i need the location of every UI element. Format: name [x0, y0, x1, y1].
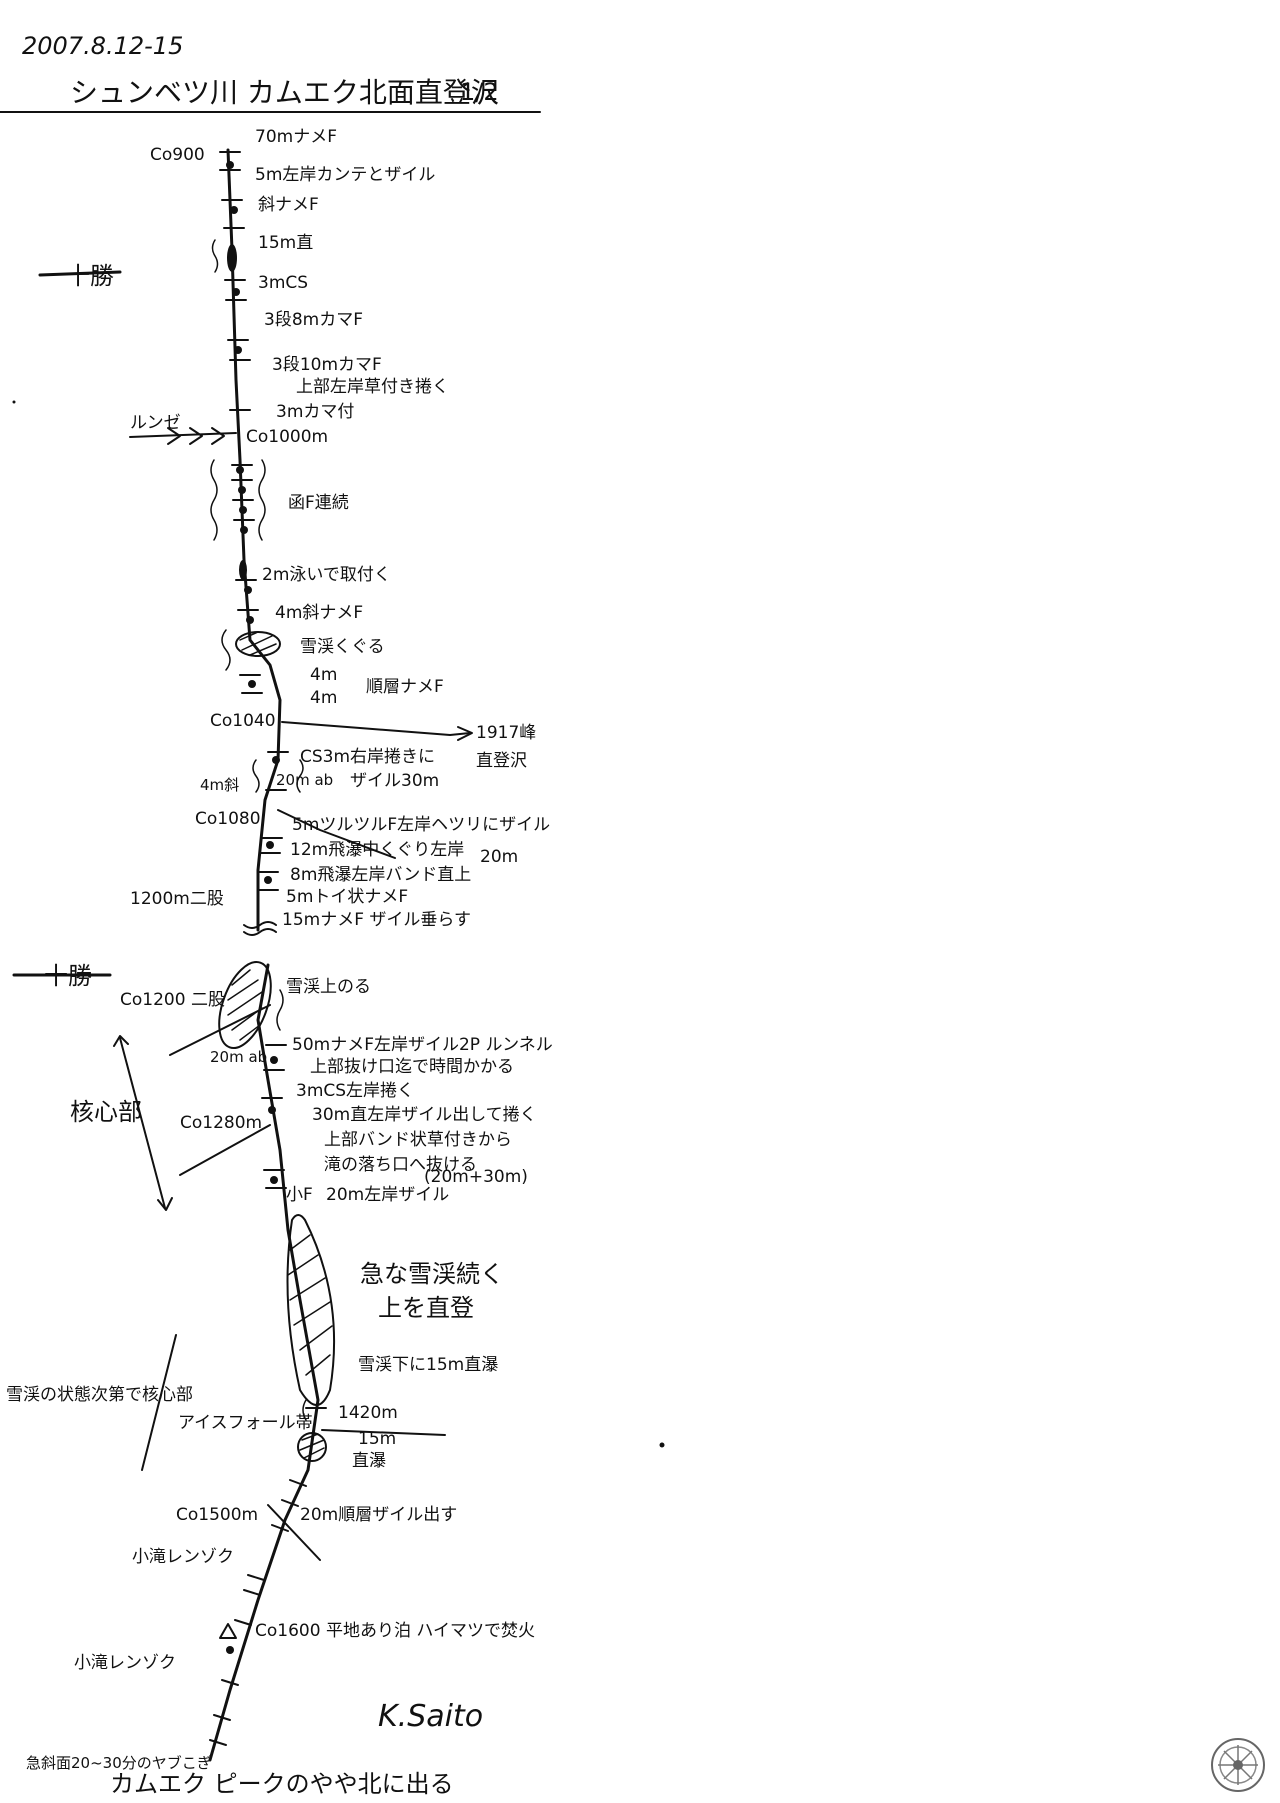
note: 3段8mカマF — [264, 310, 363, 330]
note: CS3m右岸捲きに — [300, 747, 435, 767]
note: 雪渓上のる — [286, 977, 371, 997]
note: (20m+30m) — [424, 1167, 528, 1187]
route-notes: 70mナメF 5m左岸カンテとザイル 斜ナメF 15m直 3mCS 3段8mカマ… — [26, 127, 553, 1798]
day-mark-lower: 十勝 — [12, 962, 112, 990]
elevation-co1080: Co1080 — [195, 809, 261, 829]
note: 4m — [310, 688, 337, 708]
note: 5mトイ状ナメF — [286, 887, 408, 907]
note: 1917峰 — [476, 723, 536, 743]
note: 上部左岸草付き捲く — [296, 377, 449, 397]
elevation-co1200: Co1200 二股 — [120, 990, 225, 1010]
snow-bridge-3 — [297, 1432, 327, 1462]
core-section-marker: 核心部 — [70, 1035, 173, 1211]
snowfield-long — [286, 1214, 336, 1406]
waterfall-marks — [209, 151, 327, 1746]
note: 3段10mカマF — [272, 355, 382, 375]
snow-core-label: 雪渓の状態次第で核心部 — [6, 1385, 193, 1405]
note: 斜ナメF — [258, 195, 319, 215]
note: 急な雪渓続く — [360, 1260, 504, 1288]
page-number: 1/2 — [460, 78, 499, 106]
elevation-co1040: Co1040 — [210, 711, 276, 731]
signature: K.Saito — [378, 1699, 483, 1734]
note: 上部抜け口迄で時間かかる — [310, 1057, 514, 1077]
note: 直登沢 — [476, 751, 527, 771]
route-date: 2007.8.12-15 — [22, 32, 183, 60]
stream-line-upper — [226, 148, 282, 936]
note: 3mCS左岸捲く — [296, 1081, 414, 1101]
elevation-fork1200: 1200m二股 — [130, 889, 224, 909]
note: 3mCS — [258, 273, 308, 293]
snow-bridge-2 — [218, 961, 272, 1049]
note: 小滝レンゾク — [132, 1547, 234, 1567]
day-mark-label-upper: 十勝 — [66, 262, 114, 290]
elevation-co1600: Co1600 平地あり泊 ハイマツで焚火 — [255, 1621, 535, 1641]
runze-label: ルンゼ — [130, 413, 181, 433]
core-section-label: 核心部 — [70, 1098, 142, 1126]
note: 12m飛瀑中くぐり左岸 — [290, 840, 464, 860]
note: 8m飛瀑左岸バンド直上 — [290, 865, 471, 885]
note: 2m泳いで取付く — [262, 565, 391, 585]
elevation-co900: Co900 — [150, 145, 205, 165]
note: 小F — [286, 1185, 313, 1205]
note: ザイル30m — [350, 771, 439, 791]
branch-co1280 — [179, 1124, 271, 1176]
campsite-icon — [219, 1623, 237, 1639]
elevation-co1280: Co1280m — [180, 1113, 262, 1133]
note: 滝の落ち口へ抜ける — [324, 1155, 477, 1175]
note: 20m順層ザイル出す — [300, 1505, 457, 1525]
branch-co1420 — [321, 1429, 446, 1436]
note: 5m左岸カンテとザイル — [255, 165, 435, 185]
note: 4m斜ナメF — [275, 603, 363, 623]
route-title: シュンベツ川 カムエク北面直登沢 — [70, 76, 499, 109]
note: 4m斜 — [200, 776, 239, 794]
note: カムエク ピークのやや北に出る — [110, 1770, 454, 1798]
note: 20m ab — [276, 771, 333, 789]
note: 上を直登 — [378, 1294, 474, 1322]
waterfall-solid-2 — [239, 560, 247, 580]
club-emblem — [1211, 1738, 1265, 1792]
note: 30m直左岸ザイル出して捲く — [312, 1105, 537, 1125]
day-mark-upper: 十勝 — [38, 262, 122, 290]
snow-core-marker: 雪渓の状態次第で核心部 — [6, 1334, 193, 1471]
note: 50mナメF左岸ザイル2P ルンネル — [292, 1035, 553, 1055]
note: 雪渓下に15m直瀑 — [358, 1355, 498, 1375]
stray-dot — [12, 400, 16, 404]
note: 4m — [310, 665, 337, 685]
note: 3mカマ付 — [276, 402, 354, 422]
note: 15mナメF ザイル垂らす — [282, 910, 471, 930]
elevation-co1500: Co1500m — [176, 1505, 258, 1525]
note: 上部バンド状草付きから — [324, 1130, 512, 1150]
branch-runze — [129, 427, 237, 445]
note: 15m直 — [258, 233, 313, 253]
note: 直瀑 — [352, 1451, 386, 1471]
note: 15m — [358, 1429, 396, 1449]
branch-co1500 — [267, 1504, 321, 1561]
note: 順層ナメF — [366, 677, 444, 697]
note: 70mナメF — [255, 127, 337, 147]
note: 函F連続 — [288, 493, 349, 513]
stray-dot — [659, 1442, 665, 1448]
note: 急斜面20~30分のヤブこぎ — [26, 1754, 212, 1772]
gorge-wave-marks — [210, 239, 307, 1421]
waterfall-solid-1 — [227, 244, 237, 272]
note: 5mツルツルF左岸ヘツリにザイル — [292, 815, 550, 835]
note: 20m — [480, 847, 518, 867]
note: 雪渓くぐる — [300, 637, 385, 657]
branch-co1080 — [277, 809, 396, 859]
note: 20m左岸ザイル — [326, 1185, 449, 1205]
waterfall-dots — [226, 161, 280, 1654]
branch-1917-peak — [281, 721, 473, 741]
note: 小滝レンゾク — [74, 1653, 176, 1673]
ice-fall-label: アイスフォール帯 — [178, 1413, 313, 1433]
day-mark-label-lower: 十勝 — [44, 962, 92, 990]
elevation-co1420: 1420m — [338, 1403, 398, 1423]
elevation-co1000: Co1000m — [246, 427, 328, 447]
note: 20m ab — [210, 1048, 267, 1066]
